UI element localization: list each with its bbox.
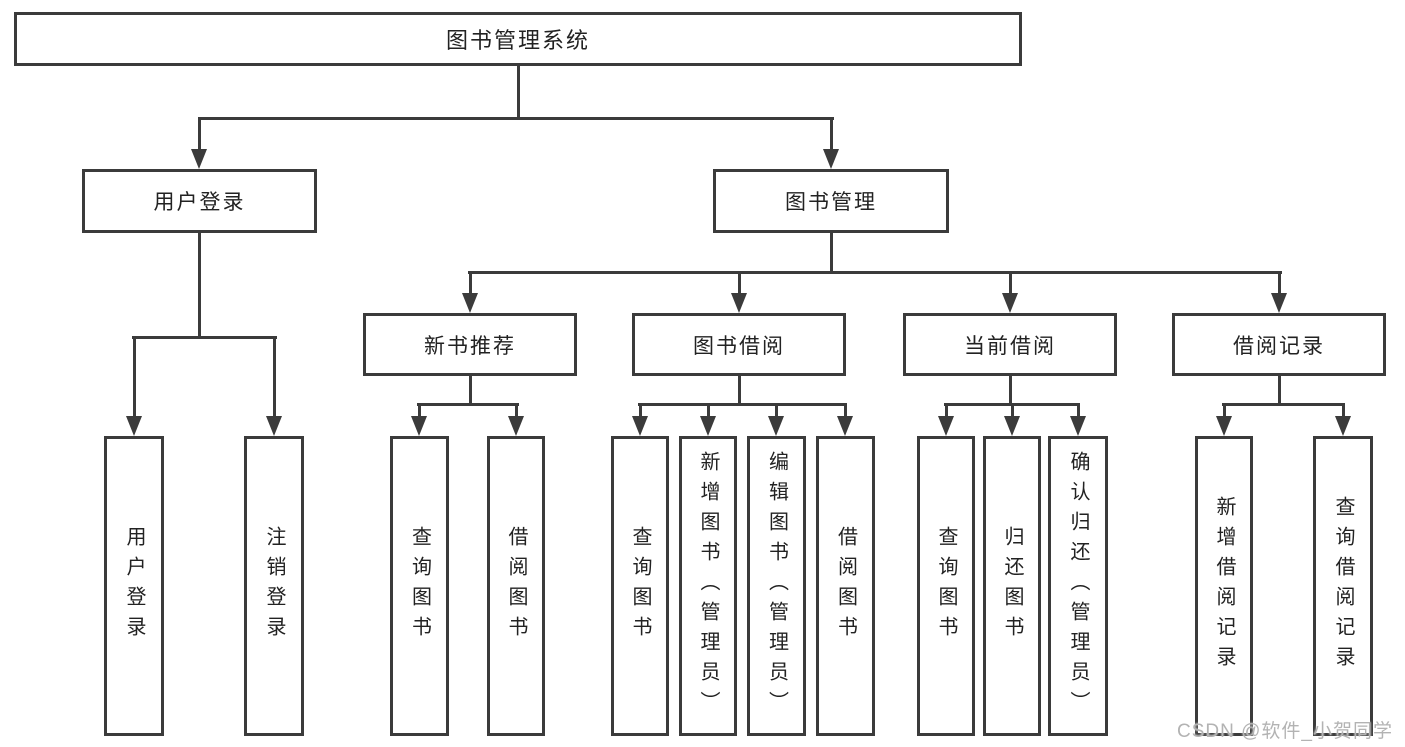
connector-line <box>469 271 472 295</box>
arrow-down-icon <box>266 416 282 436</box>
leaf-add-books-admin: 新增图书（管理员） <box>679 436 737 736</box>
leaf-confirm-return-admin: 确认归还（管理员） <box>1048 436 1108 736</box>
connector-line <box>517 66 520 119</box>
node-borrow-records: 借阅记录 <box>1172 313 1386 376</box>
arrow-down-icon <box>768 416 784 436</box>
connector-line <box>198 117 834 120</box>
arrow-down-icon <box>1335 416 1351 436</box>
leaf-query-books: 查询图书 <box>390 436 449 736</box>
connector-line <box>198 117 201 152</box>
connector-line <box>468 271 1282 274</box>
connector-line <box>515 403 518 418</box>
connector-line <box>1223 403 1226 418</box>
leaf-return-books: 归还图书 <box>983 436 1041 736</box>
connector-line <box>1009 271 1012 295</box>
arrow-down-icon <box>1271 293 1287 313</box>
connector-line <box>1011 403 1014 418</box>
connector-line <box>945 403 948 418</box>
arrow-down-icon <box>1070 416 1086 436</box>
connector-line <box>707 403 710 418</box>
connector-line <box>738 376 741 406</box>
connector-line <box>844 403 847 418</box>
node-book-management: 图书管理 <box>713 169 949 233</box>
connector-line <box>273 336 276 418</box>
leaf-query-borrow-record: 查询借阅记录 <box>1313 436 1373 736</box>
connector-line <box>775 403 778 418</box>
leaf-query-books: 查询图书 <box>611 436 669 736</box>
arrow-down-icon <box>126 416 142 436</box>
connector-line <box>133 336 136 418</box>
arrow-down-icon <box>1216 416 1232 436</box>
node-library-system: 图书管理系统 <box>14 12 1022 66</box>
connector-line <box>830 117 833 152</box>
arrow-down-icon <box>823 149 839 169</box>
arrow-down-icon <box>938 416 954 436</box>
leaf-query-books: 查询图书 <box>917 436 975 736</box>
connector-line <box>1222 403 1345 406</box>
connector-line <box>639 403 642 418</box>
connector-line <box>417 403 519 406</box>
arrow-down-icon <box>731 293 747 313</box>
leaf-edit-books-admin: 编辑图书（管理员） <box>747 436 806 736</box>
connector-line <box>198 233 201 339</box>
node-book-borrowing: 图书借阅 <box>632 313 846 376</box>
leaf-user-login: 用户登录 <box>104 436 164 736</box>
arrow-down-icon <box>191 149 207 169</box>
watermark: CSDN @软件_小贺同学 <box>1177 721 1393 742</box>
node-new-book-recommend: 新书推荐 <box>363 313 577 376</box>
node-current-borrowing: 当前借阅 <box>903 313 1117 376</box>
arrow-down-icon <box>1004 416 1020 436</box>
arrow-down-icon <box>508 416 524 436</box>
connector-line <box>469 376 472 406</box>
connector-line <box>1278 376 1281 406</box>
arrow-down-icon <box>700 416 716 436</box>
leaf-borrow-books: 借阅图书 <box>487 436 545 736</box>
leaf-add-borrow-record: 新增借阅记录 <box>1195 436 1253 736</box>
leaf-borrow-books: 借阅图书 <box>816 436 875 736</box>
connector-line <box>418 403 421 418</box>
connector-line <box>132 336 277 339</box>
arrow-down-icon <box>411 416 427 436</box>
arrow-down-icon <box>837 416 853 436</box>
arrow-down-icon <box>632 416 648 436</box>
connector-line <box>1278 271 1281 295</box>
connector-line <box>830 233 833 274</box>
connector-line <box>738 271 741 295</box>
connector-line <box>1077 403 1080 418</box>
connector-line <box>638 403 847 406</box>
connector-line <box>1009 376 1012 406</box>
connector-line <box>1342 403 1345 418</box>
arrow-down-icon <box>1002 293 1018 313</box>
arrow-down-icon <box>462 293 478 313</box>
leaf-logout: 注销登录 <box>244 436 304 736</box>
node-user-login: 用户登录 <box>82 169 317 233</box>
